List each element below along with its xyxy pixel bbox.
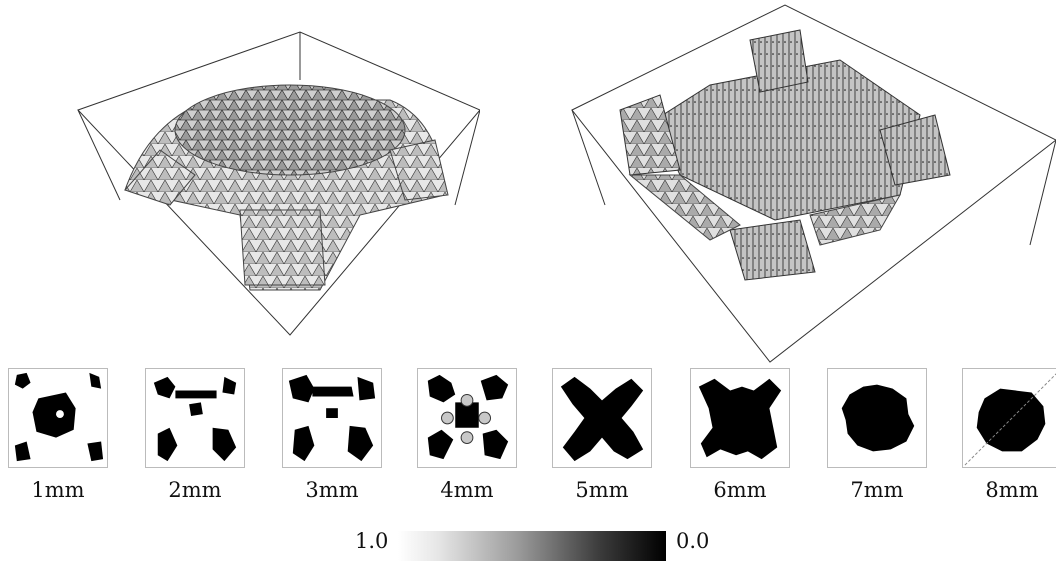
slice-label-1mm: 1mm [31,478,85,502]
colorbar [398,531,666,561]
slice-image-5mm [552,368,652,468]
slice-image-7mm [827,368,927,468]
slice-label-4mm: 4mm [440,478,494,502]
slice-image-8mm [962,368,1056,468]
slice-image-3mm [282,368,382,468]
marker-circles [441,393,492,444]
slice-label-3mm: 3mm [305,478,359,502]
colorbar-right-label: 0.0 [676,529,710,553]
colorbar-left-label: 1.0 [355,529,389,553]
mesh-3d-left [60,0,481,340]
slice-label-7mm: 7mm [850,478,904,502]
slice-image-1mm [8,368,108,468]
slice-label-5mm: 5mm [575,478,629,502]
slice-label-8mm: 8mm [985,478,1039,502]
slice-label-6mm: 6mm [713,478,767,502]
bounding-box [571,4,1056,363]
slice-image-4mm [417,368,517,468]
mesh-3d-right [560,0,1056,365]
diagonal-line [964,373,1056,466]
slice-label-2mm: 2mm [168,478,222,502]
slice-image-2mm [145,368,245,468]
slice-image-6mm [690,368,790,468]
